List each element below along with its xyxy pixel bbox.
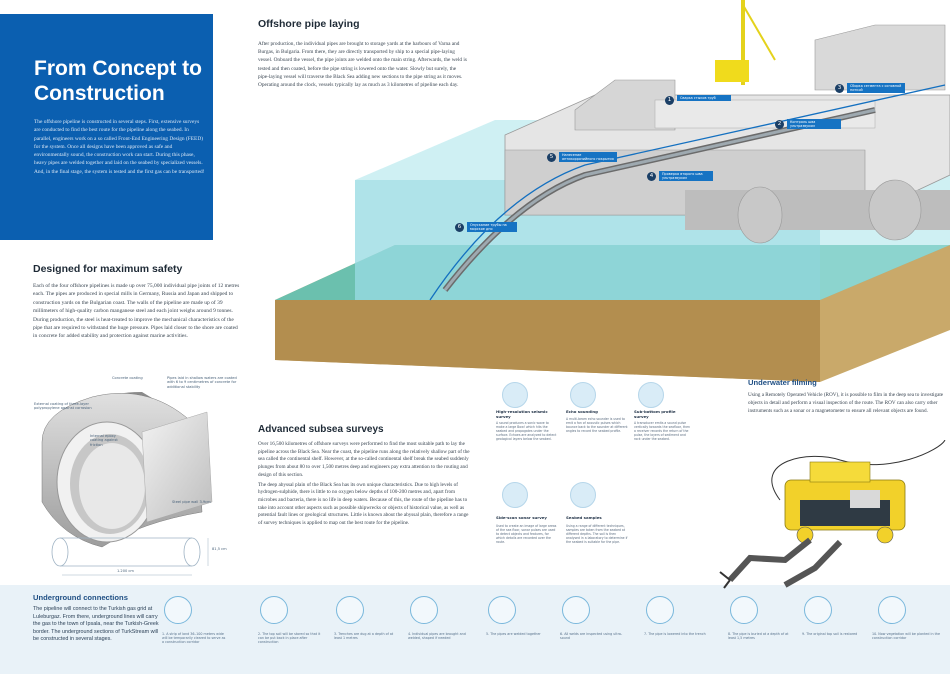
- callout-1-label: Сварка стыков труб: [677, 95, 731, 101]
- sub-bottom-survey-title: Sub-bottom profile survey: [634, 409, 676, 419]
- seabed-samples-title: Seabed samples: [566, 515, 602, 520]
- step-6-icon: [562, 596, 590, 624]
- pipe-laying-vessel-illustration: 1 Сварка стыков труб 2 Контроль шва ульт…: [255, 0, 950, 385]
- concrete-coating-label: Concrete coating: [112, 376, 143, 380]
- pipe-cross-section-illustration: Concrete coating Pipes laid in shallow w…: [22, 372, 247, 582]
- subsea-text: Over 16,500 kilometres of offshore surve…: [258, 441, 470, 530]
- step-4-icon: [410, 596, 438, 624]
- callout-4-label: Проверка второго шва ультразвуком: [659, 171, 713, 181]
- side-scan-sonar-icon: [502, 482, 528, 508]
- hero-panel: From Concept to Construction The offshor…: [0, 14, 213, 240]
- underwater-heading: Underwater filming: [748, 378, 817, 387]
- step-3-icon: [336, 596, 364, 624]
- step-1-icon: [164, 596, 192, 624]
- pipe-drawing: [41, 392, 213, 576]
- underwater-text: Using a Remotely Operated Vehicle (ROV),…: [748, 392, 944, 414]
- step-6-text: 6. All welds are inspected using ultra-s…: [560, 632, 623, 641]
- seabed-samples-text: Using a range of different techniques, s…: [566, 524, 628, 545]
- internal-coating-label: Internal epoxy coating against friction: [90, 434, 118, 447]
- underground-heading: Underground connections: [33, 593, 128, 602]
- step-2-text: 2. The top soil will be stored so that i…: [258, 632, 321, 645]
- step-10-icon: [878, 596, 906, 624]
- step-1-text: 1. A strip of land 36–100 meters wide wi…: [162, 632, 226, 645]
- step-7-icon: [646, 596, 674, 624]
- seismic-survey-text: A sound produces a sonic wave to make a …: [496, 421, 557, 442]
- safety-text: Each of the four offshore pipelines is m…: [33, 283, 240, 340]
- vessel-scene: [275, 0, 950, 382]
- echo-sounding-text: A multi-beam echo sounder is used to emi…: [566, 417, 628, 434]
- underground-band: [0, 585, 950, 674]
- step-9-text: 9. The original top soil is restored: [802, 632, 858, 636]
- rov-illustration: [690, 439, 950, 590]
- shallow-water-coating-label: Pipes laid in shallow waters are coated …: [167, 376, 237, 389]
- pipe-length-label: 1.200 cm: [117, 569, 134, 573]
- callout-6-number: 6: [455, 223, 464, 232]
- offshore-heading: Offshore pipe laying: [258, 18, 360, 30]
- callout-6-label: Опускание трубы на морское дно: [467, 222, 517, 232]
- step-10-text: 10. Now vegetation will be planted in th…: [872, 632, 941, 641]
- callout-3-number: 3: [835, 84, 844, 93]
- echo-sounding-title: Echo sounding: [566, 409, 598, 414]
- callout-4-number: 4: [647, 172, 656, 181]
- step-5-icon: [488, 596, 516, 624]
- subsea-paragraph-2: The deep abyssal plain of the Black Sea …: [258, 481, 469, 527]
- sub-bottom-survey-icon: [638, 382, 664, 408]
- survey-techniques: High-resolution seismic survey A sound p…: [492, 378, 692, 578]
- callout-5-number: 5: [547, 153, 556, 162]
- callout-2-number: 2: [775, 120, 784, 129]
- step-8-icon: [730, 596, 758, 624]
- callout-2-label: Контроль шва ультразвуком: [787, 119, 841, 129]
- step-3-text: 3. Trenches are dug at a depth of at lea…: [334, 632, 394, 641]
- rov-drawing: [719, 439, 946, 589]
- seismic-survey-title: High-resolution seismic survey: [496, 409, 548, 419]
- underground-steps: 1. A strip of land 36–100 meters wide wi…: [162, 592, 950, 672]
- page-title: From Concept to Construction: [34, 57, 202, 105]
- step-5-text: 5. The pipes are welded together: [486, 632, 541, 636]
- subsea-heading: Advanced subsea surveys: [258, 424, 384, 435]
- step-4-text: 4. Individual pipes are brought and weld…: [408, 632, 466, 641]
- step-8-text: 8. The pipe is buried at a depth of at l…: [728, 632, 789, 641]
- external-coating-label: External coating of three-layer polyprop…: [34, 402, 92, 411]
- underground-text: The pipeline will connect to the Turkish…: [33, 606, 159, 643]
- subsea-paragraph-1: Over 16,500 kilometres of offshore surve…: [258, 441, 470, 478]
- offshore-text: After production, the individual pipes a…: [258, 41, 467, 89]
- step-9-icon: [804, 596, 832, 624]
- seismic-survey-icon: [502, 382, 528, 408]
- callout-3-label: Сборка сегмента с основной ниткой: [847, 83, 905, 93]
- callout-5-label: Нанесение антикоррозийного покрытия: [559, 152, 617, 162]
- side-scan-sonar-text: Used to create an image of large areas o…: [496, 524, 557, 545]
- hero-intro-text: The offshore pipeline is constructed in …: [34, 119, 205, 175]
- echo-sounding-icon: [570, 382, 596, 408]
- safety-heading: Designed for maximum safety: [33, 263, 183, 275]
- steel-wall-label: Steel pipe wall 3.9cm: [172, 500, 211, 504]
- seabed-samples-icon: [570, 482, 596, 508]
- callout-1-number: 1: [665, 96, 674, 105]
- pipe-diameter-label: 81,5 cm: [212, 547, 227, 551]
- step-2-icon: [260, 596, 288, 624]
- sub-bottom-survey-text: A transducer emits a sound pulse vertica…: [634, 421, 691, 442]
- side-scan-sonar-title: Side-scan sonar survey: [496, 515, 547, 520]
- step-7-text: 7. The pipe is lowered into the trench: [644, 632, 706, 636]
